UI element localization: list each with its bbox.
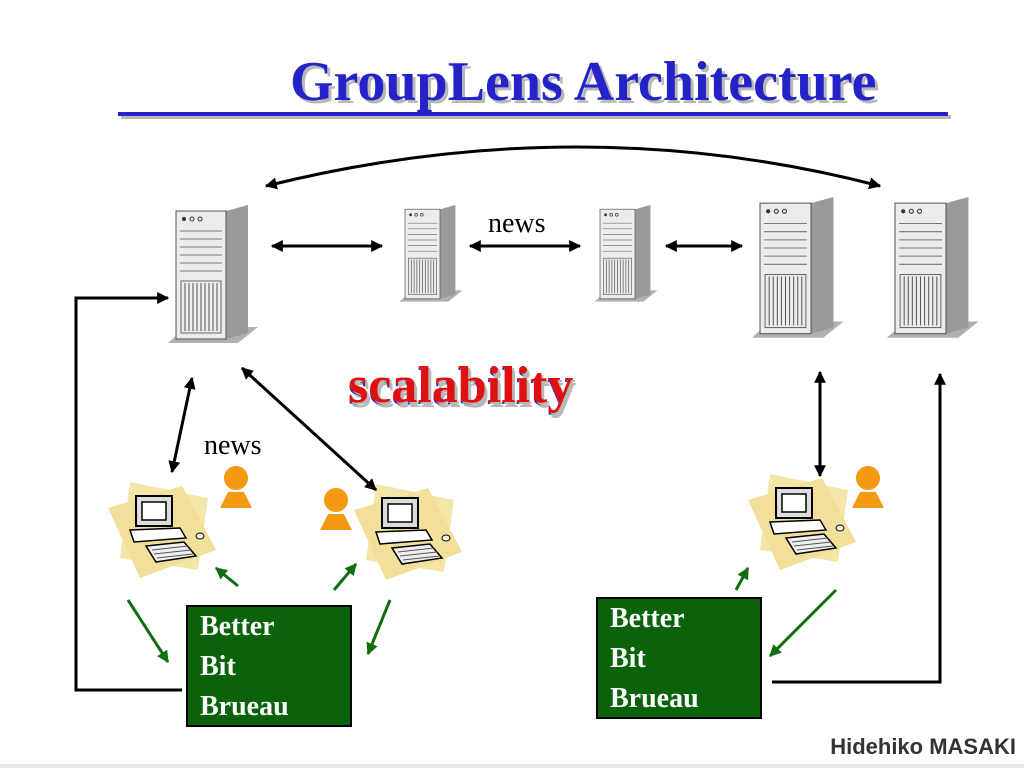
green-arrow xyxy=(215,566,239,588)
green-arrow xyxy=(366,599,392,656)
author-footer: Hidehiko MASAKI xyxy=(830,734,1016,759)
server-icon xyxy=(167,204,259,344)
bbb-feedback-arrow xyxy=(74,292,182,692)
overlay-text-back: scalability xyxy=(348,359,574,416)
server-client-arrow xyxy=(168,376,196,474)
workstation-icon xyxy=(353,483,463,581)
person-icon xyxy=(852,466,884,508)
server-icon xyxy=(751,196,845,339)
green-arrow xyxy=(768,588,838,658)
green-arrow xyxy=(332,563,358,591)
green-arrow xyxy=(126,599,170,664)
workstation-icon xyxy=(747,473,857,571)
server-client-arrow xyxy=(240,366,378,492)
news-label-top: news xyxy=(488,208,546,239)
bbb-line: Brueau xyxy=(200,691,289,722)
bbb-line: Better xyxy=(200,611,275,642)
bbb-box-left: Better Bit Brueau xyxy=(186,605,352,727)
person-icon xyxy=(220,466,252,508)
bbb-line: Brueau xyxy=(610,683,699,714)
bbb-line: Bit xyxy=(610,643,646,674)
footer-rule xyxy=(0,764,1024,768)
bbb-box-right: Better Bit Brueau xyxy=(596,597,762,719)
person-icon xyxy=(320,488,352,530)
bbb-line: Better xyxy=(610,603,685,634)
server-ring-arrow xyxy=(264,145,882,190)
server-icon xyxy=(594,204,658,302)
news-label-left: news xyxy=(204,430,262,461)
bbb-line: Bit xyxy=(200,651,236,682)
server-icon xyxy=(399,204,463,302)
server-icon xyxy=(886,196,980,339)
overlay-text-front: scalability xyxy=(348,357,574,414)
workstation-icon xyxy=(107,481,217,579)
green-arrow xyxy=(734,566,750,591)
slide-title: GroupLens Architecture xyxy=(290,51,877,113)
bbb-feedback-arrow xyxy=(772,372,946,684)
title-underline xyxy=(118,112,948,116)
